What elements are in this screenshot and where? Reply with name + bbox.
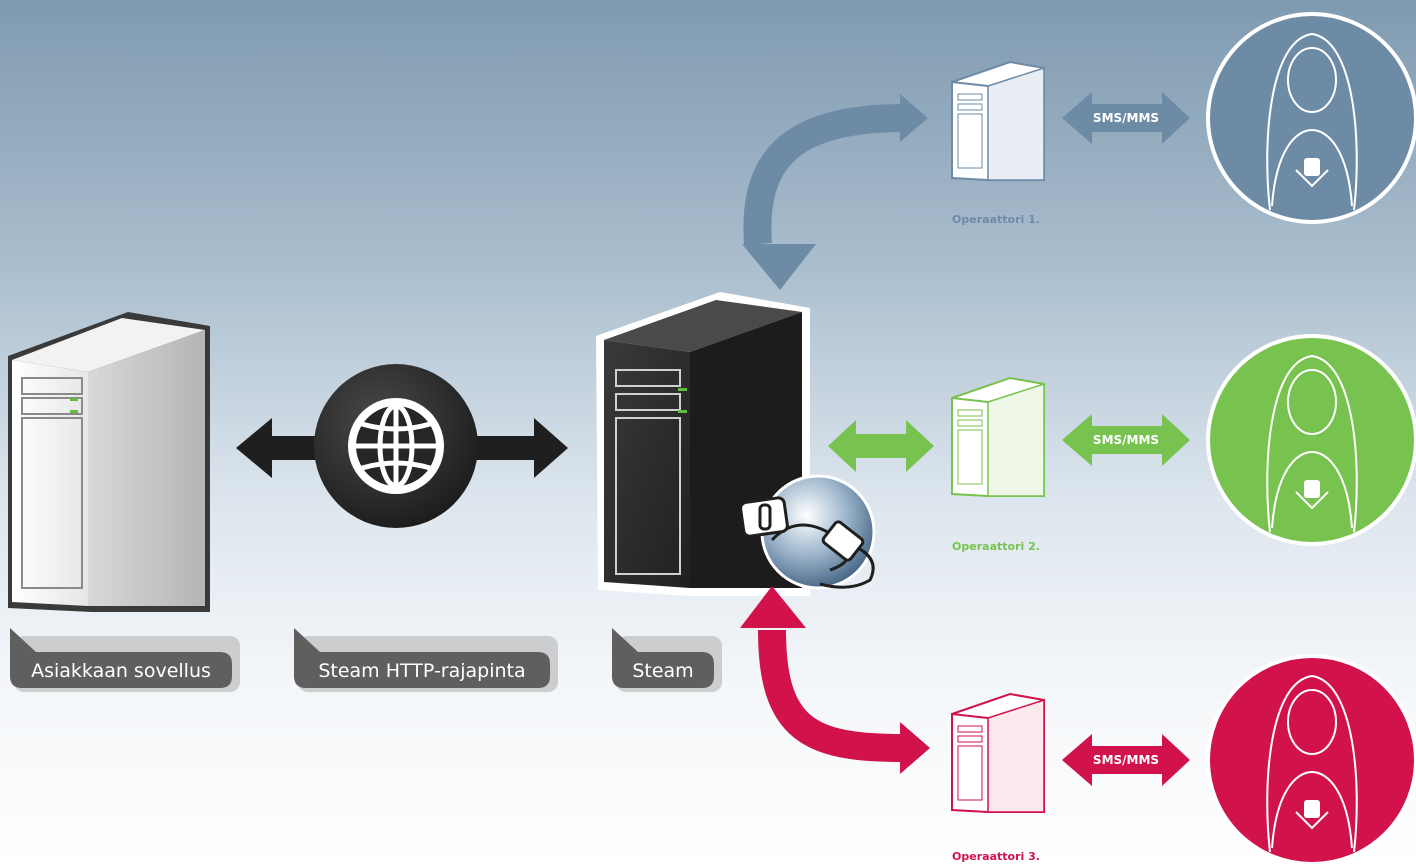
callout-client: Asiakkaan sovellus [10, 628, 240, 692]
callout-steam: Steam [612, 628, 722, 692]
operator2-server-icon [951, 376, 1045, 497]
client-server-icon [8, 312, 210, 612]
person-3-icon [1206, 654, 1416, 866]
operator1-label: Operaattori 1. [952, 213, 1040, 226]
operator1-arrow [742, 94, 928, 290]
api-label: Steam HTTP-rajapinta [318, 660, 525, 682]
client-label: Asiakkaan sovellus [31, 660, 211, 682]
globe-icon [348, 398, 444, 494]
callout-api: Steam HTTP-rajapinta [294, 628, 558, 692]
sms-arrow-3: SMS/MMS [1062, 734, 1190, 786]
steam-label: Steam [632, 660, 693, 682]
operator2-arrow [828, 420, 934, 472]
person-1-icon [1206, 12, 1416, 224]
network-plug-icon [739, 474, 876, 590]
sms-label-2: SMS/MMS [1093, 433, 1159, 447]
person-2-icon [1206, 334, 1416, 546]
sms-arrow-2: SMS/MMS [1062, 414, 1190, 466]
operator2-label: Operaattori 2. [952, 540, 1040, 553]
operator3-server-icon [951, 692, 1045, 813]
sms-label-1: SMS/MMS [1093, 111, 1159, 125]
sms-arrow-1: SMS/MMS [1062, 92, 1190, 144]
operator3-arrow [740, 586, 930, 774]
sms-label-3: SMS/MMS [1093, 753, 1159, 767]
operator1-server-icon [951, 60, 1045, 181]
operator3-label: Operaattori 3. [952, 850, 1040, 863]
